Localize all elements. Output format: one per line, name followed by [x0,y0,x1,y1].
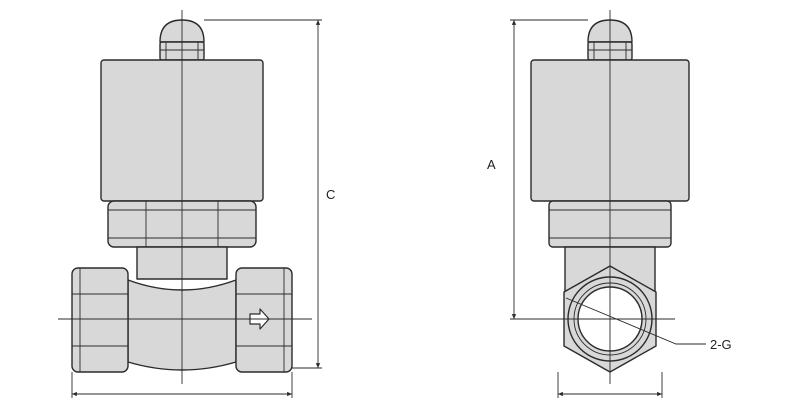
front-width-dimension [71,372,293,398]
port-label: 2-G [710,337,732,352]
dimension-c-label: C [326,187,335,202]
dimension-a-label: A [487,157,496,172]
side-view [510,10,706,398]
side-width-dimension [557,372,663,398]
port-leader-line [565,297,706,345]
front-view [58,10,322,398]
dimension-a [510,19,588,320]
front-left-port [71,267,129,373]
dimension-c [204,19,322,369]
